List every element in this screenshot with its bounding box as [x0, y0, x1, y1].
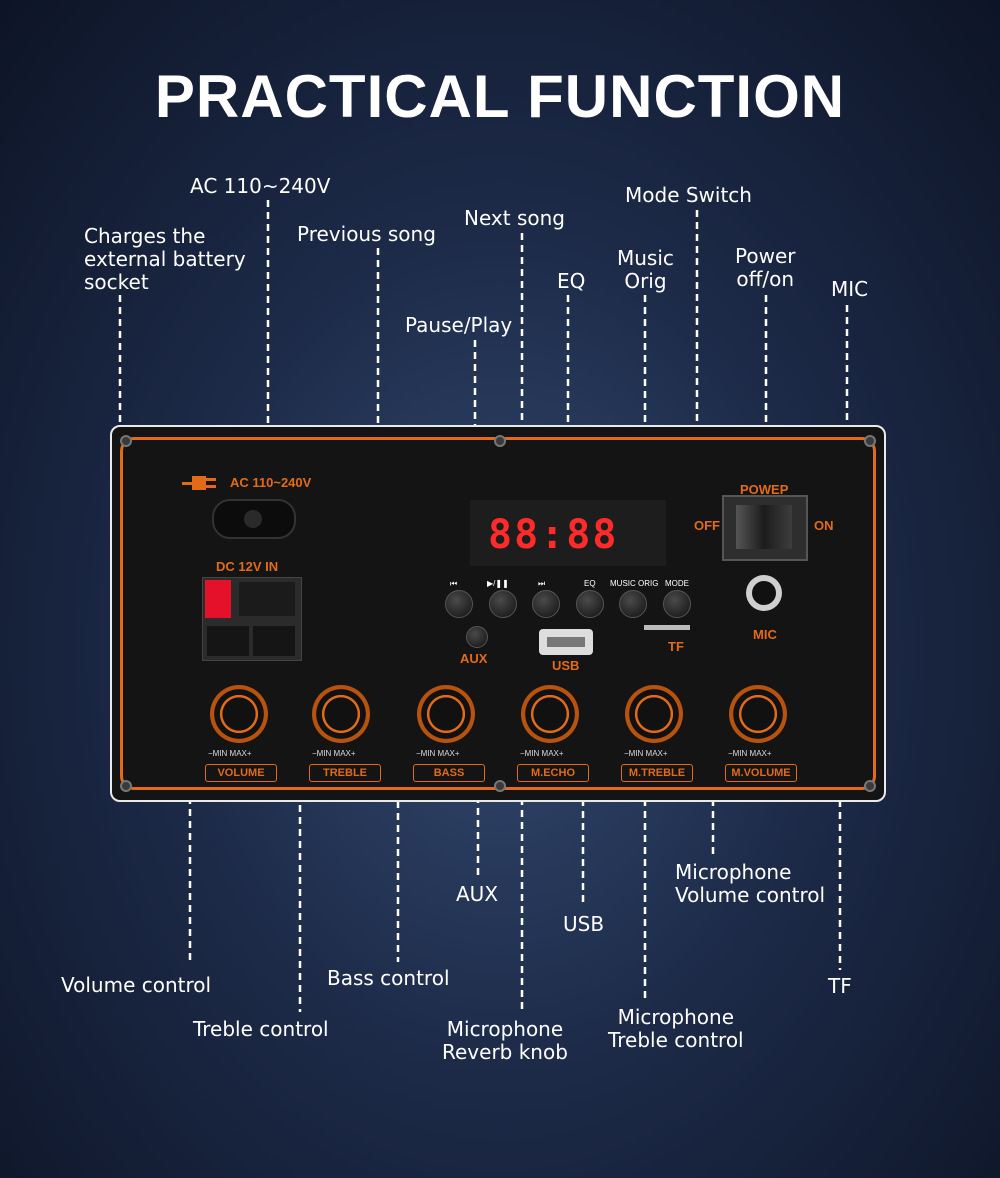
mic-treble-minmax: −MIN MAX+	[624, 749, 668, 758]
previous-song-button[interactable]	[445, 590, 473, 618]
volume-control-label: Volume control	[61, 973, 212, 997]
music-orig-button-label: MUSIC ORIG	[610, 579, 659, 588]
screw-icon	[864, 435, 876, 447]
usb-port[interactable]	[539, 629, 593, 655]
next-button-label: ⏭	[538, 579, 546, 588]
mode-button[interactable]	[663, 590, 691, 618]
volume-minmax: −MIN MAX+	[208, 749, 252, 758]
mic-jack[interactable]	[746, 575, 782, 611]
mic-echo-knob-label: M.ECHO	[517, 764, 589, 782]
volume-knob-label: VOLUME	[205, 764, 277, 782]
power-panel-label: POWEP	[740, 482, 789, 497]
mic-reverb-label: Microphone Reverb knob	[442, 1017, 568, 1064]
tf-slot[interactable]	[644, 625, 690, 630]
play-pause-button-label: ▶/❚❚	[487, 579, 509, 588]
mic-panel-label: MIC	[753, 627, 777, 642]
page-title: PRACTICAL FUNCTION	[154, 63, 846, 130]
amplifier-panel: AC 110~240V DC 12V IN 88:88 ⏮ ▶/❚❚ ⏭ EQ …	[110, 425, 886, 802]
mic-volume-knob-label: M.VOLUME	[725, 764, 797, 782]
ac-panel-label: AC 110~240V	[230, 475, 312, 490]
mic-label: MIC	[831, 277, 869, 301]
off-label: OFF	[694, 518, 720, 533]
power-label: Power off/on	[735, 244, 796, 291]
aux-jack[interactable]	[466, 626, 488, 648]
power-switch[interactable]	[722, 495, 808, 561]
mic-volume-minmax: −MIN MAX+	[728, 749, 772, 758]
ac-socket[interactable]	[212, 499, 296, 539]
mic-volume-knob[interactable]	[729, 685, 787, 743]
aux-panel-label: AUX	[460, 651, 488, 666]
music-orig-label: Music Orig	[617, 246, 674, 293]
usb-panel-label: USB	[552, 658, 580, 673]
on-label: ON	[814, 518, 834, 533]
bass-control-label: Bass control	[327, 966, 450, 990]
bass-knob-label: BASS	[413, 764, 485, 782]
battery-socket-label: Charges the external battery socket	[84, 224, 246, 294]
next-song-label: Next song	[464, 206, 565, 230]
mode-button-label: MODE	[665, 579, 689, 588]
screw-icon	[494, 435, 506, 447]
mode-switch-label: Mode Switch	[625, 183, 752, 207]
volume-knob[interactable]	[210, 685, 268, 743]
pause-play-label: Pause/Play	[405, 313, 513, 337]
ac-label: AC 110~240V	[190, 174, 331, 198]
mic-echo-minmax: −MIN MAX+	[520, 749, 564, 758]
eq-button-label: EQ	[584, 579, 596, 588]
eq-button[interactable]	[576, 590, 604, 618]
screw-icon	[120, 780, 132, 792]
tf-label: TF	[828, 974, 852, 998]
eq-label: EQ	[557, 269, 586, 293]
mic-treble-knob-label: M.TREBLE	[621, 764, 693, 782]
battery-terminal[interactable]	[202, 577, 302, 661]
screw-icon	[864, 780, 876, 792]
screw-icon	[494, 780, 506, 792]
mic-treble-label: Microphone Treble control	[608, 1005, 744, 1052]
bass-minmax: −MIN MAX+	[416, 749, 460, 758]
usb-label: USB	[563, 912, 605, 936]
plug-icon	[182, 473, 218, 493]
next-song-button[interactable]	[532, 590, 560, 618]
treble-knob[interactable]	[312, 685, 370, 743]
mic-echo-knob[interactable]	[521, 685, 579, 743]
mic-treble-knob[interactable]	[625, 685, 683, 743]
dc-panel-label: DC 12V IN	[216, 559, 279, 574]
prev-button-label: ⏮	[450, 579, 458, 588]
treble-control-label: Treble control	[193, 1017, 329, 1041]
treble-minmax: −MIN MAX+	[312, 749, 356, 758]
previous-song-label: Previous song	[297, 222, 436, 246]
mic-volume-label: Microphone Volume control	[675, 860, 826, 907]
aux-label: AUX	[456, 882, 499, 906]
led-display: 88:88	[470, 500, 666, 566]
pause-play-button[interactable]	[489, 590, 517, 618]
display-digits: 88:88	[488, 512, 619, 558]
music-orig-button[interactable]	[619, 590, 647, 618]
bass-knob[interactable]	[417, 685, 475, 743]
screw-icon	[120, 435, 132, 447]
tf-panel-label: TF	[668, 639, 684, 654]
treble-knob-label: TREBLE	[309, 764, 381, 782]
